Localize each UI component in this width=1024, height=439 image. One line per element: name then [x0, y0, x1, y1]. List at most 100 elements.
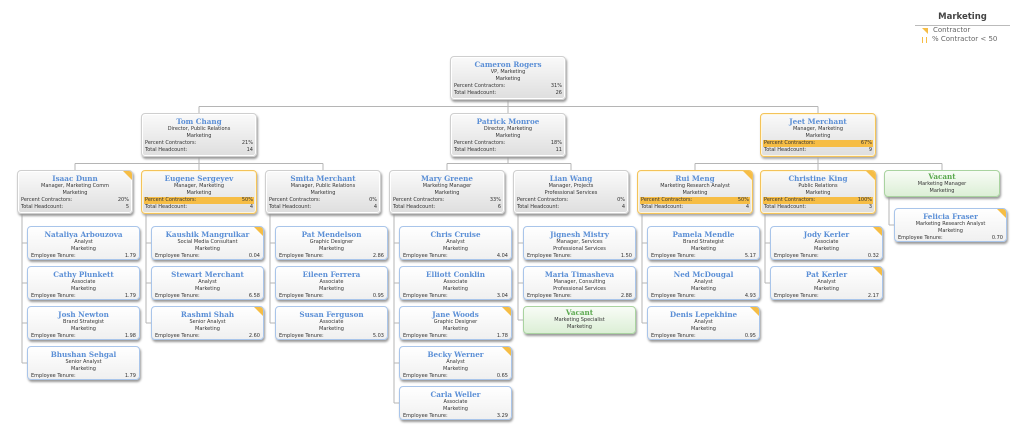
- legend-item-percent: % Contractor < 50: [922, 35, 1010, 44]
- employee-tenure-value: 2.86: [372, 253, 384, 259]
- job-title: Marketing Research Analyst: [660, 183, 730, 189]
- total-headcount-value: 6: [497, 203, 501, 210]
- total-headcount-row: Total Headcount:4: [514, 204, 628, 211]
- employee-name: Denis Lepekhine: [669, 310, 738, 319]
- total-headcount-value: 4: [249, 203, 253, 210]
- employee-name: Isaac Dunn: [52, 174, 98, 183]
- department: Marketing: [691, 326, 716, 332]
- job-title: Manager, Marketing: [173, 183, 224, 189]
- employee-name: Patrick Monroe: [476, 117, 540, 126]
- employee-tenure-value: 2.88: [620, 293, 632, 299]
- job-title: Brand Strategist: [63, 319, 104, 325]
- employee-tenure-value: 3.29: [496, 413, 508, 419]
- contractor-flag-icon: [873, 227, 882, 236]
- employee-name: Mary Greene: [421, 174, 473, 183]
- employee-tenure-label: Employee Tenure:: [774, 253, 819, 259]
- percent-contractors-label: Percent Contractors:: [764, 197, 816, 203]
- job-title: Analyst: [198, 279, 217, 285]
- employee-name: Chris Cruise: [430, 230, 481, 239]
- employee-tenure-label: Employee Tenure:: [898, 235, 943, 241]
- total-headcount-label: Total Headcount:: [454, 146, 497, 153]
- department: Marketing: [71, 246, 96, 252]
- employee-name: Kaushik Mangrulkar: [165, 230, 250, 239]
- percent-contractors-row: Percent Contractors:50%: [640, 197, 750, 204]
- department: Marketing: [310, 190, 336, 196]
- employee-name: Elliott Conklin: [425, 270, 485, 279]
- employee-tenure-row: Employee Tenure:2.86: [276, 253, 387, 259]
- employee-tenure-label: Employee Tenure:: [403, 293, 448, 299]
- employee-tenure-value: 2.17: [867, 293, 879, 299]
- employee-tenure-label: Employee Tenure:: [403, 333, 448, 339]
- employee-name: Jeet Merchant: [789, 117, 847, 126]
- total-headcount-value: 4: [621, 203, 625, 210]
- percent-contractors-row: Percent Contractors:50%: [144, 197, 254, 204]
- job-title: Senior Analyst: [189, 319, 226, 325]
- contractor-flag-icon: [502, 307, 511, 316]
- employee-tenure-row: Employee Tenure:0.04: [152, 253, 263, 259]
- employee-tenure-row: Employee Tenure:1.98: [28, 333, 139, 339]
- department: Marketing: [319, 286, 344, 292]
- percent-contractors-row: Percent Contractors:31%: [451, 83, 565, 90]
- percent-contractors-value: 100%: [857, 197, 872, 203]
- department: Marketing: [495, 133, 521, 139]
- percent-contractors-label: Percent Contractors:: [517, 197, 569, 203]
- department: Marketing: [567, 324, 592, 330]
- total-headcount-row: Total Headcount:11: [451, 147, 565, 154]
- department: Marketing: [443, 366, 468, 372]
- percent-contractors-value: 33%: [489, 197, 501, 203]
- job-title: Social Media Consultant: [177, 239, 238, 245]
- total-headcount-value: 26: [555, 89, 562, 96]
- contractor-flag-icon: [750, 307, 759, 316]
- total-headcount-row: Total Headcount:4: [266, 204, 380, 211]
- total-headcount-label: Total Headcount:: [145, 203, 188, 210]
- employee-tenure-label: Employee Tenure:: [155, 253, 200, 259]
- legend-title: Marketing: [915, 12, 1010, 26]
- percent-contractors-label: Percent Contractors:: [764, 140, 816, 146]
- department: Marketing: [691, 246, 716, 252]
- percent-contractors-row: Percent Contractors:33%: [390, 197, 504, 204]
- job-title: Marketing Manager: [917, 181, 967, 187]
- employee-name: Pat Mendelson: [301, 230, 362, 239]
- percent-contractors-row: Percent Contractors:18%: [451, 140, 565, 147]
- percent-contractors-label: Percent Contractors:: [145, 197, 197, 203]
- percent-contractors-label: Percent Contractors:: [269, 197, 321, 203]
- employee-tenure-label: Employee Tenure:: [279, 333, 324, 339]
- employee-tenure-value: 0.95: [372, 293, 384, 299]
